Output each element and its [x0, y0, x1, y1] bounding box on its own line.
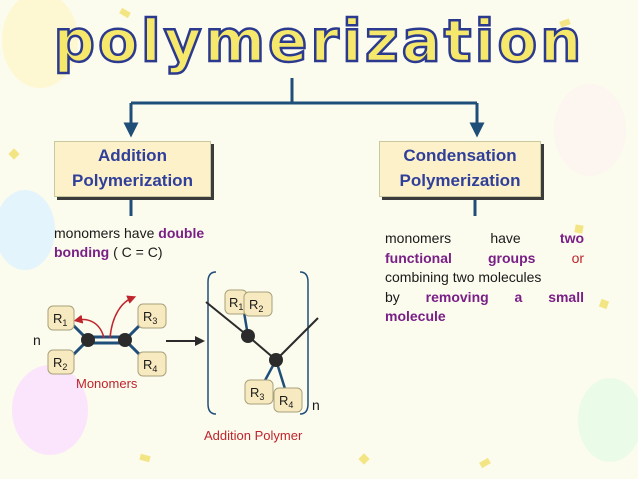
- polymer-structure: R1 R2 R3 R4: [205, 271, 319, 415]
- polymer-count-label: n: [312, 397, 320, 413]
- monomer-structure: R1 R2 R3 R4: [47, 295, 167, 377]
- carbon-atom: [118, 333, 132, 347]
- condensation-line1: monomers have two: [385, 230, 585, 246]
- svg-text:R2: R2: [53, 355, 67, 372]
- addition-desc-highlight: double bonding: [54, 225, 205, 260]
- balloon-shape: [578, 378, 638, 462]
- svg-text:R4: R4: [143, 357, 157, 374]
- r-group-badge: R2: [243, 291, 273, 317]
- condensation-box-line2: Polymerization: [399, 171, 521, 190]
- electron-arrow: [73, 314, 105, 339]
- svg-text:R3: R3: [250, 385, 264, 402]
- svg-text:R2: R2: [249, 297, 263, 314]
- r-group-badge: R4: [137, 351, 167, 377]
- condensation-line4: by removing a small: [385, 288, 584, 305]
- svg-text:R4: R4: [279, 393, 293, 410]
- r-group-badge: R4: [273, 387, 303, 413]
- polymer-bracket-right: [299, 271, 309, 415]
- addition-desc-text-end: ( C = C): [109, 244, 163, 260]
- addition-polymer-caption: Addition Polymer: [204, 428, 303, 443]
- condensation-polymerization-box: Condensation Polymerization: [379, 141, 541, 197]
- carbon-atom: [241, 329, 255, 343]
- monomer-count-label: n: [33, 332, 41, 348]
- balloon-shape: [12, 365, 88, 455]
- condensation-line2: functional groups or: [385, 249, 585, 266]
- addition-polymerization-box: Addition Polymerization: [54, 141, 211, 197]
- carbon-atom: [269, 353, 283, 367]
- svg-text:R1: R1: [53, 311, 67, 328]
- r-group-badge: R3: [244, 379, 274, 405]
- tree-connector: [123, 78, 485, 216]
- title-text: polymerization: [54, 7, 585, 75]
- monomers-caption: Monomers: [76, 376, 138, 391]
- addition-desc-text: monomers have: [54, 225, 159, 241]
- carbon-atom: [81, 333, 95, 347]
- balloon-shape: [0, 190, 55, 270]
- addition-box-line1: Addition: [98, 146, 167, 165]
- condensation-line5: molecule: [385, 308, 446, 324]
- polymer-bracket-left: [207, 271, 217, 415]
- condensation-line3: combining two molecules: [385, 269, 542, 285]
- balloon-shape: [2, 0, 78, 88]
- addition-box-line2: Polymerization: [72, 171, 193, 190]
- page-title: polymerization: [52, 6, 585, 77]
- balloon-shape: [554, 84, 626, 176]
- condensation-description: monomers have two functional groups or c…: [385, 229, 584, 327]
- addition-description: monomers have double bonding ( C = C): [54, 224, 254, 262]
- svg-text:R1: R1: [229, 295, 243, 312]
- r-group-badge: R2: [47, 349, 75, 375]
- r-group-badge: R1: [47, 305, 75, 331]
- svg-text:R3: R3: [143, 309, 157, 326]
- electron-arrow: [109, 295, 137, 339]
- confetti-group: [8, 7, 610, 469]
- condensation-box-line1: Condensation: [403, 146, 517, 165]
- r-group-badge: R3: [137, 303, 167, 329]
